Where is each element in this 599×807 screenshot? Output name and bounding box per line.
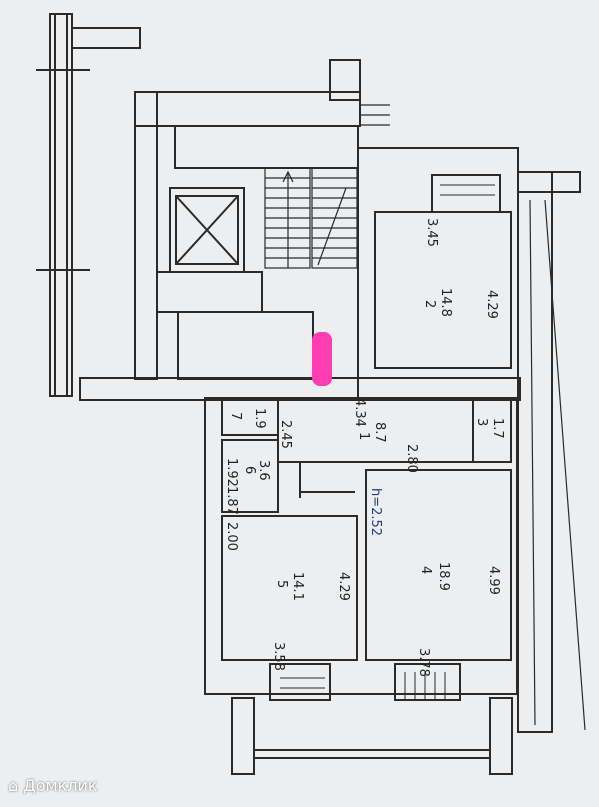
room5-bottom-label: 3.58 — [271, 642, 286, 671]
landing-wall — [174, 125, 359, 169]
room6-num-label: 6 — [242, 466, 257, 474]
elevator-cabin — [175, 195, 239, 265]
room-5 — [221, 515, 358, 661]
room3-num-label: 3 — [474, 418, 489, 426]
room4-area-label: 18.9 — [436, 562, 451, 591]
room2-num-label: 2 — [422, 300, 437, 308]
stairwell-top-wall — [134, 91, 361, 127]
apartment-outer — [204, 397, 518, 695]
window-mullions — [280, 672, 446, 700]
watermark-text: Домклик — [23, 776, 98, 795]
room7-num-label: 7 — [228, 412, 243, 420]
room2-area-label: 14.8 — [438, 288, 453, 317]
room1-depth-label: 2.45 — [278, 420, 293, 449]
room5-length-label: 4.29 — [336, 572, 351, 601]
room-4-window — [394, 663, 461, 701]
stairwell-top-notch — [329, 59, 361, 101]
elevator-cross-2 — [175, 195, 239, 265]
room4-bottom-label: 3.78 — [416, 648, 431, 677]
ceiling-height-label: h=2.52 — [368, 488, 383, 536]
room6-b-label: 1.87 — [224, 486, 239, 515]
room-5-window — [269, 663, 331, 701]
top-left-wall — [71, 27, 141, 49]
room5-area-label: 14.1 — [290, 572, 305, 601]
room-4 — [365, 469, 512, 661]
room1-area-label: 8.7 — [372, 422, 387, 443]
left-inner-wall — [54, 13, 68, 397]
room2-length-label: 4.29 — [484, 290, 499, 319]
hall-area — [177, 311, 314, 380]
room6-area-label: 3.6 — [256, 460, 271, 481]
room4-num-label: 4 — [418, 566, 433, 574]
elevator-base — [156, 271, 263, 313]
room3-area-label: 1.7 — [490, 418, 505, 439]
room1-width-label: 4.34 — [352, 398, 367, 427]
room5-top-label: 2.00 — [224, 522, 239, 551]
room6-a-label: 1.92 — [224, 458, 239, 487]
room-2-window — [431, 174, 501, 213]
room1-bottom-label: 2.80 — [404, 444, 419, 473]
balcony-top — [517, 171, 581, 193]
bottom-left-wall — [231, 697, 255, 775]
room-3 — [472, 399, 512, 463]
corridor-wall — [79, 377, 521, 401]
room5-num-label: 5 — [274, 580, 289, 588]
watermark-label: ⌂ Домклик — [8, 776, 98, 795]
room2-width-label: 3.45 — [424, 218, 439, 247]
room-6 — [221, 439, 279, 513]
room4-length-label: 4.99 — [486, 566, 501, 595]
marker-highlight — [312, 332, 332, 386]
bottom-right-wall — [489, 697, 513, 775]
watermark-icon: ⌂ — [8, 776, 24, 795]
room7-area-label: 1.9 — [252, 408, 267, 429]
right-balcony-wall — [517, 171, 553, 733]
room1-num-label: 1 — [356, 432, 371, 440]
left-outer-wall — [49, 13, 73, 397]
stair-flights — [264, 104, 390, 269]
stairwell-left-wall — [134, 91, 158, 380]
